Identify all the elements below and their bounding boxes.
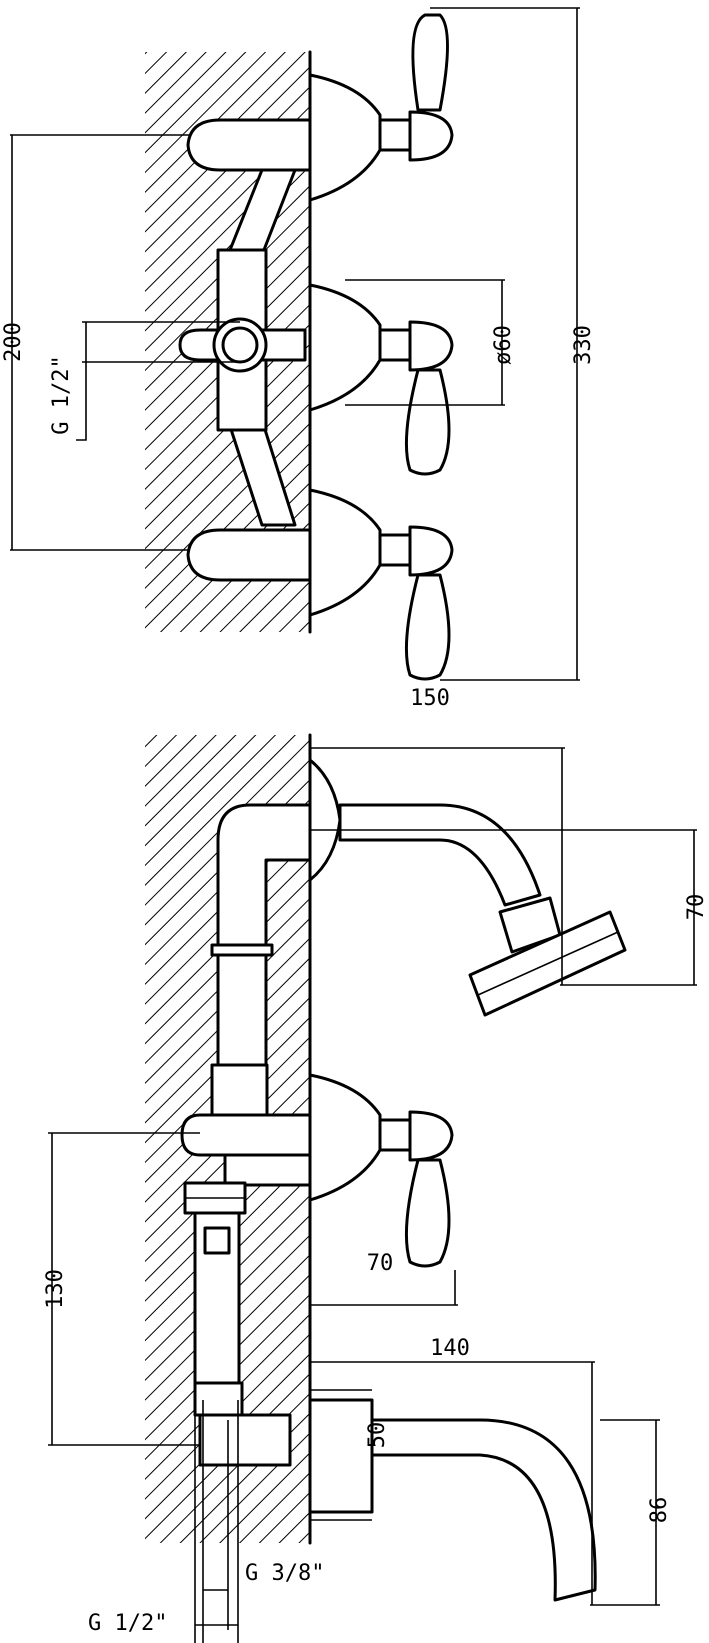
dim-200-label: 200 [1, 322, 26, 362]
dim-d60: ø60 [345, 279, 516, 406]
dim-150-label: 150 [410, 686, 450, 711]
dim-200: 200 [1, 134, 190, 551]
dim-g38-label: G 3/8" [245, 1561, 324, 1586]
dim-g12-top-label: G 1/2" [49, 355, 74, 434]
dim-330-label: 330 [571, 325, 596, 365]
dim-g12-top: G 1/2" [49, 321, 240, 441]
dim-140: 140 [310, 1336, 595, 1605]
dim-g12-side-label: G 1/2" [88, 1611, 167, 1636]
dim-70-shower-label: 70 [684, 894, 709, 921]
dim-50-label: 50 [365, 1422, 390, 1449]
internal-pipes-top [178, 118, 312, 582]
shower-arm [308, 758, 627, 1017]
dim-g38-g12: G 3/8" G 1/2" [88, 1400, 324, 1643]
dim-70-shower: 70 [310, 747, 709, 986]
side-view: 70 70 130 140 50 [43, 733, 709, 1643]
bath-spout [308, 1398, 597, 1602]
diverter-handle [308, 1073, 454, 1268]
internal-riser [180, 803, 312, 1467]
tap-handle-top-2 [308, 283, 454, 476]
dim-70-handle: 70 [310, 1251, 458, 1306]
dim-330: 330 [430, 7, 596, 681]
dim-86-label: 86 [647, 1497, 672, 1524]
dim-50: 50 [310, 1389, 390, 1521]
tap-handle-top-1 [308, 13, 454, 202]
dim-d60-label: ø60 [491, 325, 516, 365]
dim-130: 130 [43, 1132, 200, 1446]
dim-130-label: 130 [43, 1269, 68, 1309]
dim-70-handle-label: 70 [367, 1251, 394, 1276]
dim-140-label: 140 [430, 1336, 470, 1361]
tap-handle-top-3 [308, 488, 454, 681]
dim-86: 86 [590, 1419, 672, 1606]
top-view: 200 G 1/2" ø60 330 150 [1, 7, 596, 711]
